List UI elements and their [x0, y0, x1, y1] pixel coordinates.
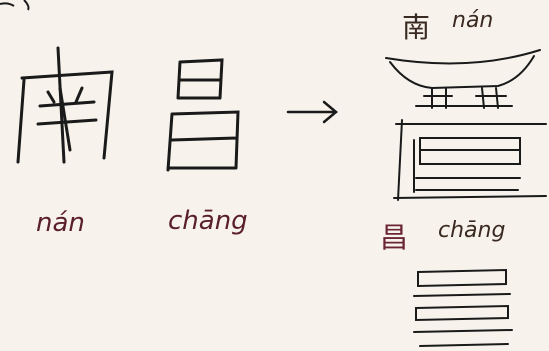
- pinyin-chang: chāng: [168, 206, 248, 236]
- sketch-hanzi-chang: [166, 58, 240, 172]
- pagoda-roof-sketch: [385, 49, 541, 109]
- stacked-bars-sketch: [413, 268, 513, 347]
- label-pinyin-chang: chāng: [438, 218, 506, 243]
- label-hanzi-chang: 昌: [380, 221, 409, 254]
- pinyin-nan: nán: [36, 208, 85, 238]
- label-pinyin-nan: nán: [452, 8, 494, 33]
- corner-scribble: [0, 0, 30, 11]
- framed-bars-sketch: [393, 119, 547, 201]
- label-hanzi-nan: 南: [402, 11, 431, 44]
- transform-arrow: [286, 100, 338, 124]
- sketch-hanzi-nan: [16, 46, 114, 164]
